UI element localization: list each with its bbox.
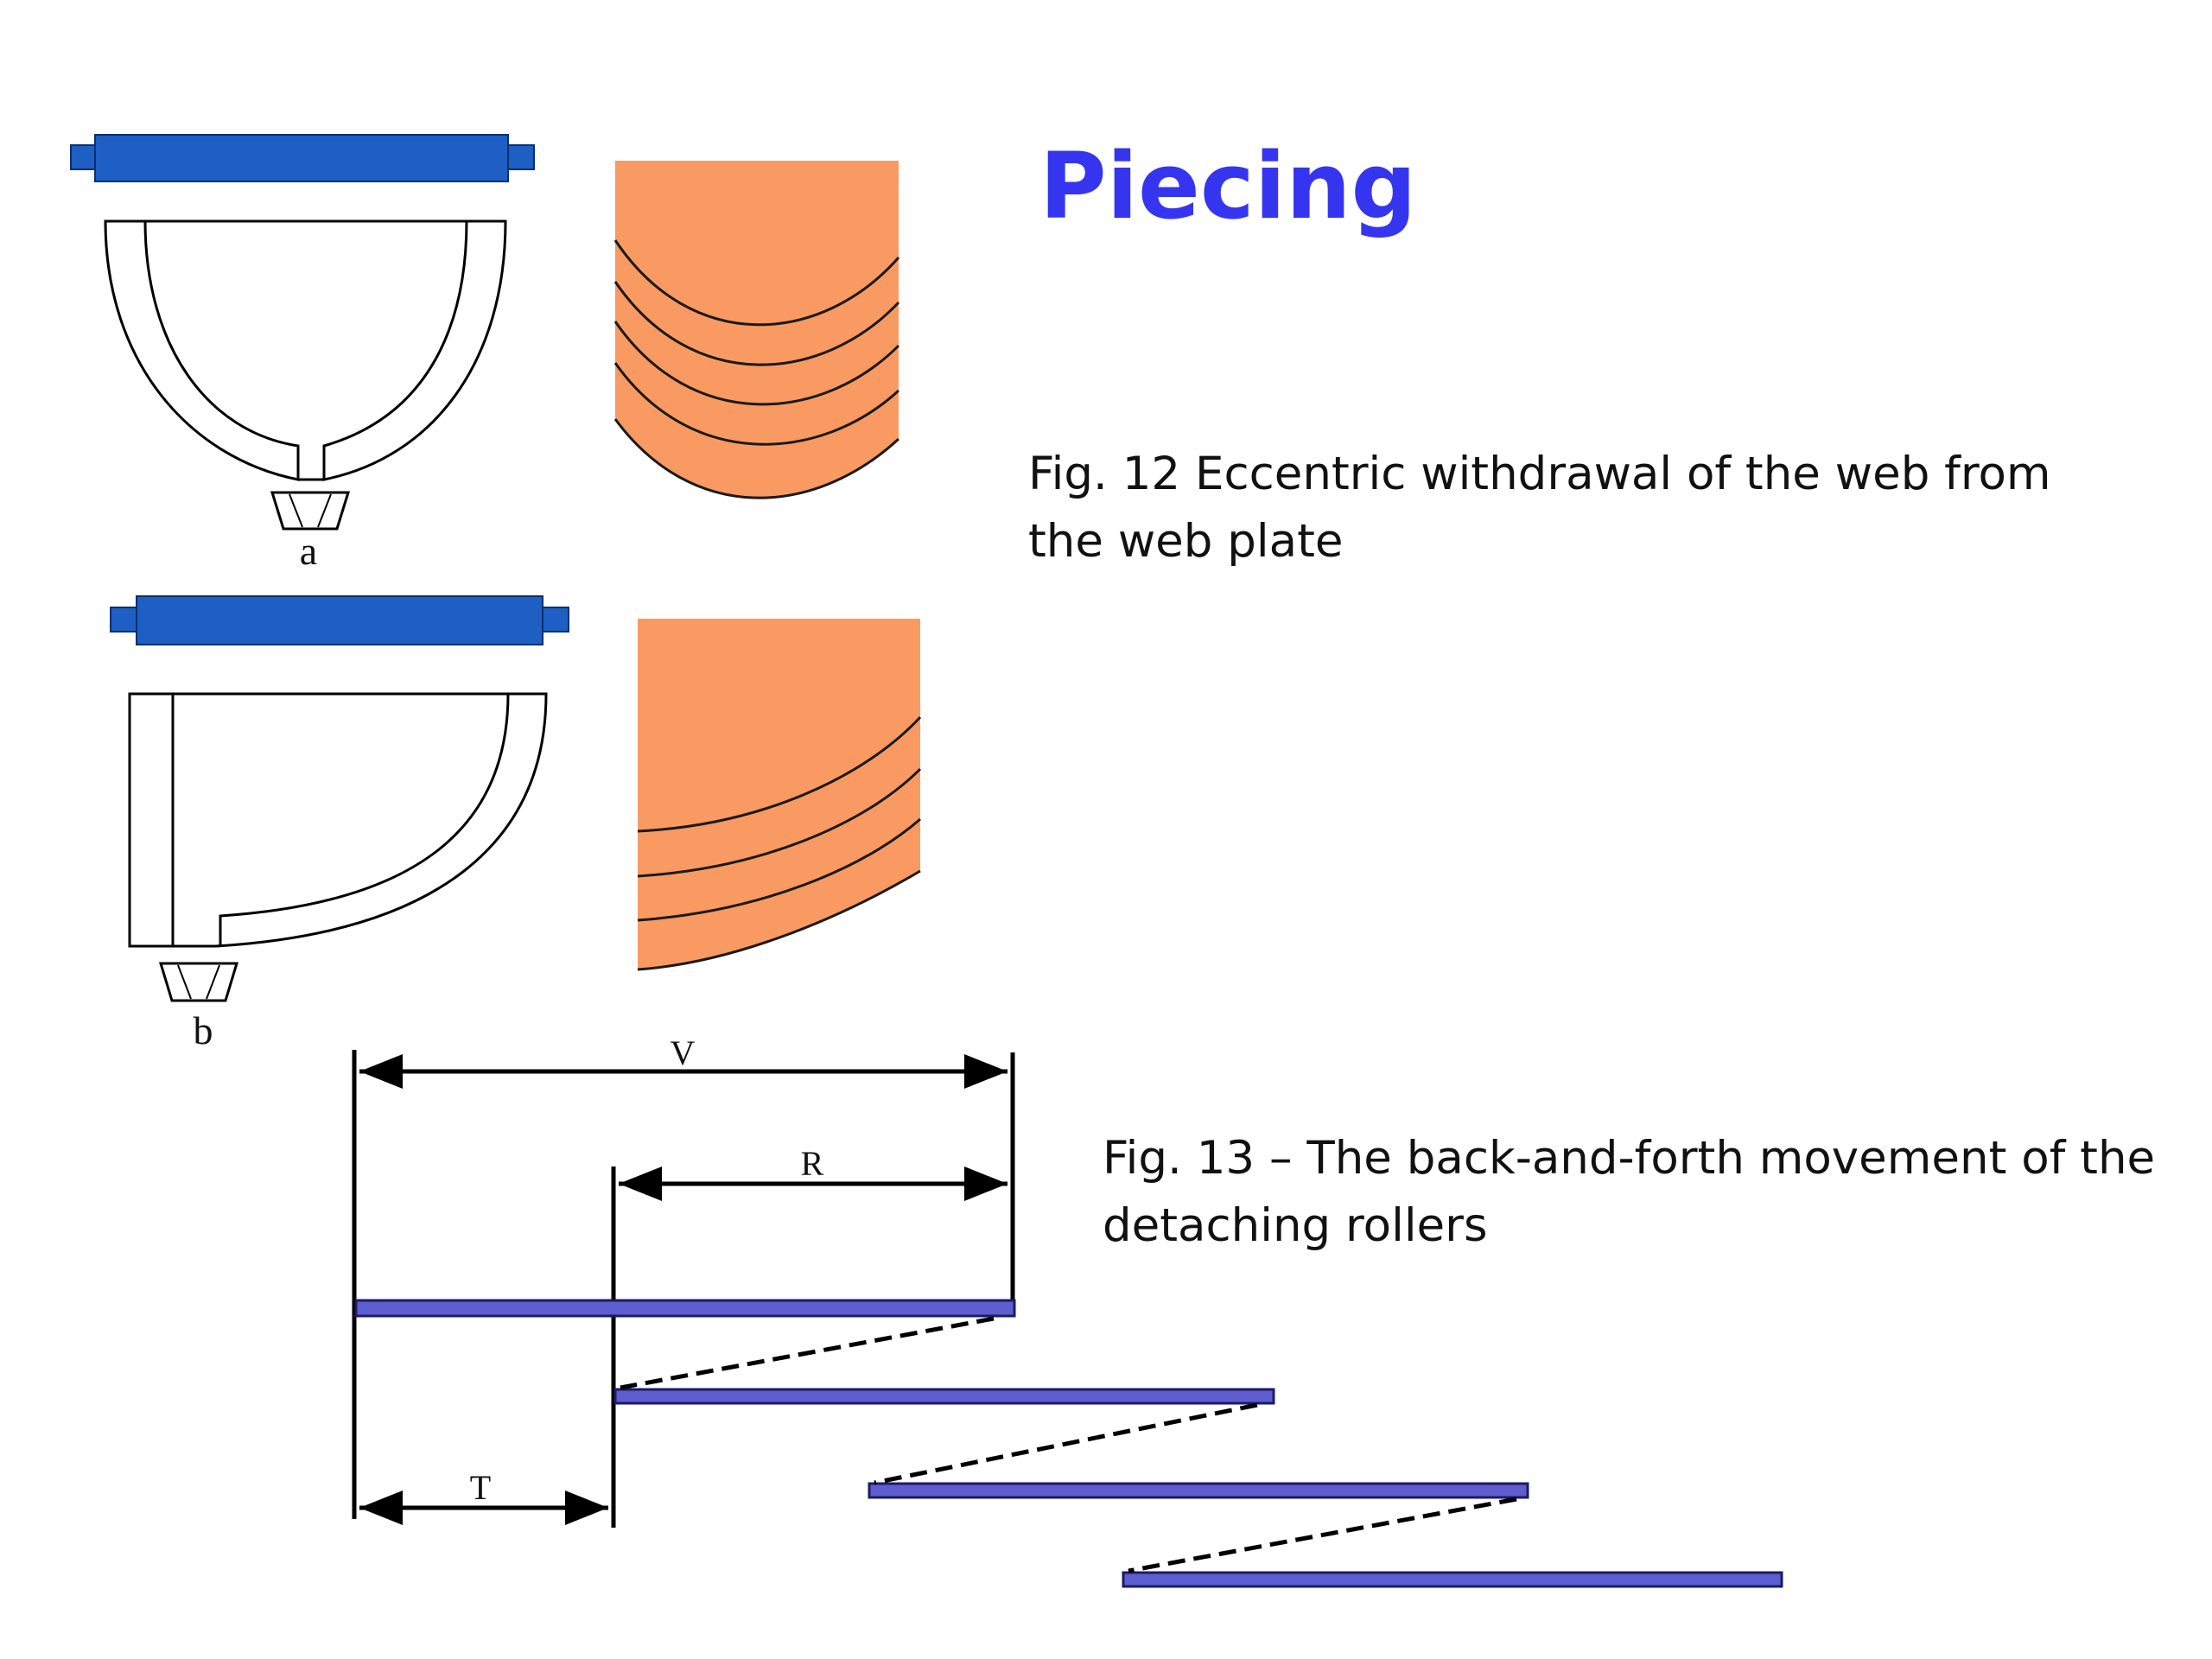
fig13-label-t: T bbox=[470, 1468, 491, 1507]
web-fold-line bbox=[637, 869, 921, 971]
web-plate-icon bbox=[104, 219, 507, 481]
web-fold-line bbox=[637, 817, 921, 922]
fleece-strip-3 bbox=[868, 1482, 1529, 1499]
trumpet-icon bbox=[270, 491, 351, 531]
fleece-strip-2 bbox=[613, 1388, 1275, 1405]
fleece-strip-4 bbox=[1122, 1571, 1783, 1588]
web-fold-line bbox=[613, 239, 900, 327]
web-sliver-b bbox=[637, 619, 922, 971]
fig12-caption: Fig. 12 Eccentric withdrawal of the web … bbox=[1028, 448, 2051, 568]
fig12-label-b: b bbox=[194, 1008, 213, 1052]
dashed-path-2 bbox=[874, 1402, 1258, 1485]
fig13-label-r: R bbox=[801, 1144, 824, 1183]
detaching-roller-icon bbox=[70, 134, 535, 182]
slide-title: Piecing bbox=[1039, 133, 1417, 239]
fleece-strip-1 bbox=[354, 1299, 1016, 1318]
dashed-path-1 bbox=[620, 1316, 995, 1390]
web-fold-line bbox=[613, 418, 900, 499]
fig13-caption: Fig. 13 – The back-and-forth movement of… bbox=[1103, 1132, 2156, 1252]
web-fold-line bbox=[613, 321, 900, 406]
fig13-label-v: V bbox=[671, 1033, 696, 1072]
fig12-label-a: a bbox=[300, 529, 317, 573]
web-sliver-a bbox=[613, 161, 900, 499]
web-fold-line bbox=[637, 767, 922, 878]
web-fold-line bbox=[637, 715, 922, 833]
web-plate-icon bbox=[128, 692, 548, 948]
detaching-roller-icon bbox=[110, 595, 569, 645]
fig12b-group: b bbox=[110, 595, 922, 1052]
dashed-path-3 bbox=[1128, 1497, 1517, 1573]
fig13-group: V R T bbox=[352, 1033, 1783, 1588]
web-fold-line bbox=[613, 362, 900, 446]
web-fold-line bbox=[613, 281, 900, 366]
trumpet-icon bbox=[158, 962, 239, 1002]
fig12a-group: a bbox=[70, 134, 900, 573]
